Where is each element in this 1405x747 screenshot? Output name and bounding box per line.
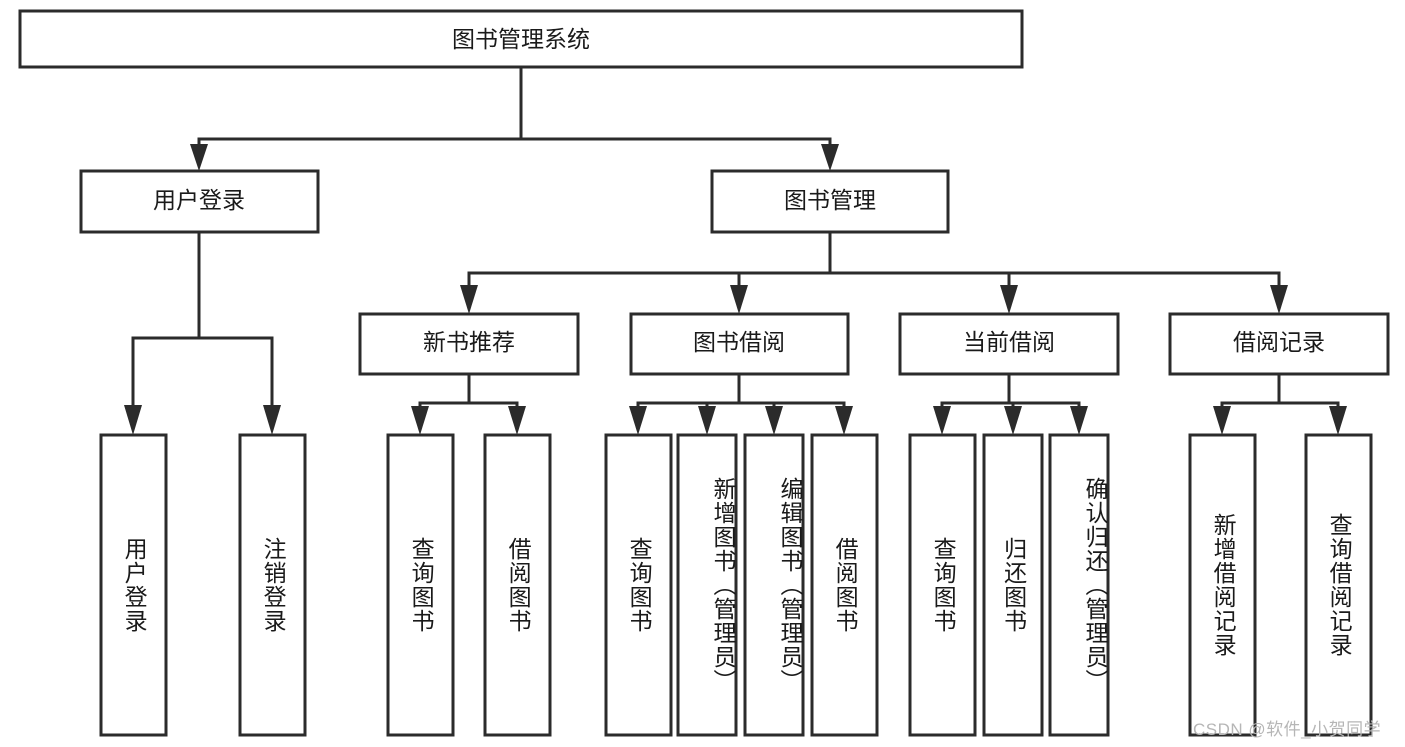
leaf-query-record-box[interactable] [1304,433,1373,737]
connector-borrow-record-children [1213,372,1347,435]
csdn-watermark: CSDN @软件_小贺同学 [1193,720,1382,739]
arrow-head-new-book-rec [460,285,478,314]
arrow-head-leaf-return-book [1004,406,1022,435]
node-book-borrow-box[interactable] [629,312,850,376]
arrow-head-book-manage [821,144,839,171]
leaf-node-boxes [99,433,1373,737]
arrow-head-leaf-add-book [698,406,716,435]
arrow-head-leaf-add-record [1213,406,1231,435]
arrow-head-user-login [190,144,208,171]
arrow-head-leaf-query-book-cur [933,406,951,435]
node-current-borrow-box[interactable] [898,312,1120,376]
connector-book-manage-children [460,230,1288,314]
node-borrow-record-label: 借阅记录 [1233,329,1325,355]
arrow-head-leaf-query-book-brw [629,406,647,435]
leaf-user-logout-box[interactable] [238,433,307,737]
leaf-add-record-box[interactable] [1188,433,1257,737]
node-new-book-rec[interactable]: 新书推荐 [358,312,580,376]
arrow-head-current-borrow [1000,285,1018,314]
node-new-book-rec-box[interactable] [358,312,580,376]
arrow-head-borrow-record [1270,285,1288,314]
leaf-add-book-box[interactable] [676,433,738,737]
connector-book-borrow-children [629,372,853,435]
node-book-manage-label: 图书管理 [784,187,876,213]
leaf-borrow-book-rec-box[interactable] [483,433,552,737]
node-user-login[interactable]: 用户登录 [79,169,320,234]
node-current-borrow[interactable]: 当前借阅 [898,312,1120,376]
leaf-return-book-box[interactable] [982,433,1044,737]
arrow-head-leaf-query-record [1329,406,1347,435]
leaf-query-book-cur-box[interactable] [908,433,977,737]
node-root-system-box[interactable] [18,9,1024,69]
arrow-head-leaf-user-login [124,405,142,435]
arrow-head-leaf-borrow-book-brw [835,406,853,435]
leaf-query-book-brw-box[interactable] [604,433,673,737]
leaf-edit-book-box[interactable] [743,433,805,737]
node-user-login-label: 用户登录 [153,187,245,213]
node-new-book-rec-label: 新书推荐 [423,329,515,355]
node-borrow-record-box[interactable] [1168,312,1390,376]
node-book-borrow[interactable]: 图书借阅 [629,312,850,376]
node-root-system[interactable]: 图书管理系统 [18,9,1024,69]
node-book-manage[interactable]: 图书管理 [710,169,950,234]
node-book-manage-box[interactable] [710,169,950,234]
leaf-query-book-rec-box[interactable] [386,433,455,737]
arrow-head-leaf-borrow-book-rec [508,406,526,435]
connector-root-to-level2 [190,65,839,171]
leaf-user-login-box[interactable] [99,433,168,737]
node-user-login-box[interactable] [79,169,320,234]
connector-current-borrow-children [933,372,1088,435]
leaf-confirm-return-box[interactable] [1048,433,1110,737]
node-book-borrow-label: 图书借阅 [693,329,785,355]
node-current-borrow-label: 当前借阅 [963,329,1055,355]
arrow-head-leaf-confirm-return [1070,406,1088,435]
arrow-head-leaf-user-logout [263,405,281,435]
connector-new-book-rec-children [411,372,526,435]
arrow-head-book-borrow [730,285,748,314]
leaf-borrow-book-brw-box[interactable] [810,433,879,737]
arrow-head-leaf-edit-book [765,406,783,435]
node-borrow-record[interactable]: 借阅记录 [1168,312,1390,376]
node-root-system-label: 图书管理系统 [452,26,590,52]
connector-user-login-children [124,230,281,435]
arrow-head-leaf-query-book-rec [411,406,429,435]
